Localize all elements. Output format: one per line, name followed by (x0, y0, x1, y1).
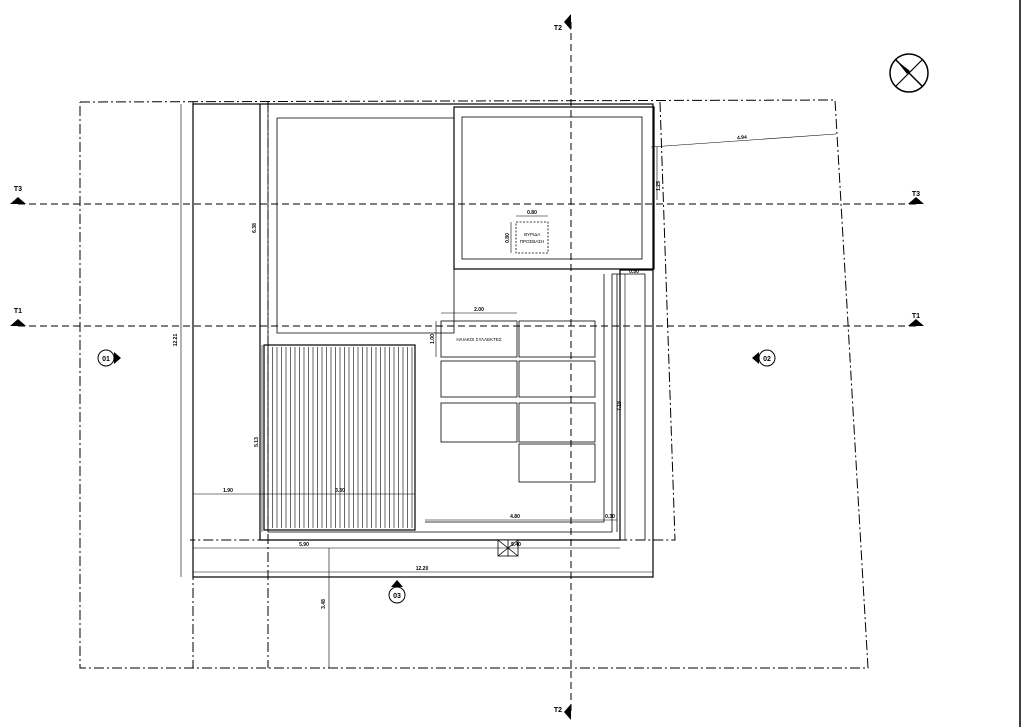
dim-540: 5.40 (511, 542, 521, 548)
dim-050: 0.50 (629, 269, 639, 275)
solar-panel (518, 443, 596, 483)
section-t2-label-bottom: T2 (554, 707, 562, 714)
elevation-marker-03: 03 (388, 580, 406, 604)
dim-panel-width: 2.00 (474, 307, 484, 313)
dim-030: 0.30 (605, 514, 615, 520)
section-line-t3: T3 T3 (10, 186, 924, 205)
section-line-t2: T2 T2 (554, 14, 572, 720)
north-arrow-icon (889, 53, 929, 93)
dim-348: 3.48 (321, 599, 327, 609)
dim-hatch-width: 0.80 (527, 210, 537, 216)
section-t3-label-right: T3 (912, 191, 920, 198)
access-hatch: ΘΥΡΙΔΑ ΠΡΟΣΒΑΣΗ 0.80 0.80 (505, 210, 549, 254)
dim-718: 7.18 (617, 401, 623, 411)
solar-collectors: ΗΛΙΑΚΟΙ ΣΥΛΛΕΚΤΕΣ 2.00 1.00 (430, 307, 596, 483)
dim-1221: 12.21 (173, 334, 179, 347)
elevation-01-label: 01 (102, 356, 110, 363)
access-hatch-label-line1: ΘΥΡΙΔΑ (524, 232, 541, 237)
section-t3-label-left: T3 (14, 186, 22, 193)
dim-494: 4.94 (737, 135, 747, 142)
dim-125: 1.25 (656, 181, 662, 191)
solar-panel (518, 360, 596, 398)
dim-513: 5.13 (254, 437, 260, 447)
dim-190: 1.90 (223, 488, 233, 494)
solar-collectors-label: ΗΛΙΑΚΟΙ ΣΥΛΛΕΚΤΕΣ (456, 337, 502, 342)
section-t1-label-right: T1 (912, 313, 920, 320)
elevation-marker-02: 02 (752, 349, 776, 367)
dim-hatch-height: 0.80 (505, 233, 511, 243)
access-hatch-label-line2: ΠΡΟΣΒΑΣΗ (520, 239, 545, 244)
section-line-t1: T1 T1 (10, 308, 924, 327)
pergola-slats (263, 344, 416, 531)
dim-480: 4.80 (510, 514, 520, 520)
dimensions: 4.94 1.25 6.38 0.50 12.21 7.18 5.13 1.90… (173, 104, 837, 668)
section-t1-label-left: T1 (14, 308, 22, 315)
dim-1220: 12.20 (416, 566, 429, 572)
elevation-02-label: 02 (763, 356, 771, 363)
dim-panel-height: 1.00 (430, 334, 436, 344)
solar-panel (518, 402, 596, 443)
parapet-lines (425, 274, 646, 540)
dim-330: 3.30 (335, 488, 345, 494)
rooftop-block (453, 106, 655, 270)
dim-590: 5.90 (299, 542, 309, 548)
elevation-marker-01: 01 (97, 349, 121, 367)
solar-panel (440, 360, 518, 398)
dim-638: 6.38 (252, 223, 258, 233)
solar-panel (440, 320, 518, 358)
plot-boundary (79, 99, 869, 669)
solar-panel (518, 320, 596, 358)
solar-panel (440, 402, 518, 443)
section-t2-label-top: T2 (554, 25, 562, 32)
elevation-03-label: 03 (393, 593, 401, 600)
